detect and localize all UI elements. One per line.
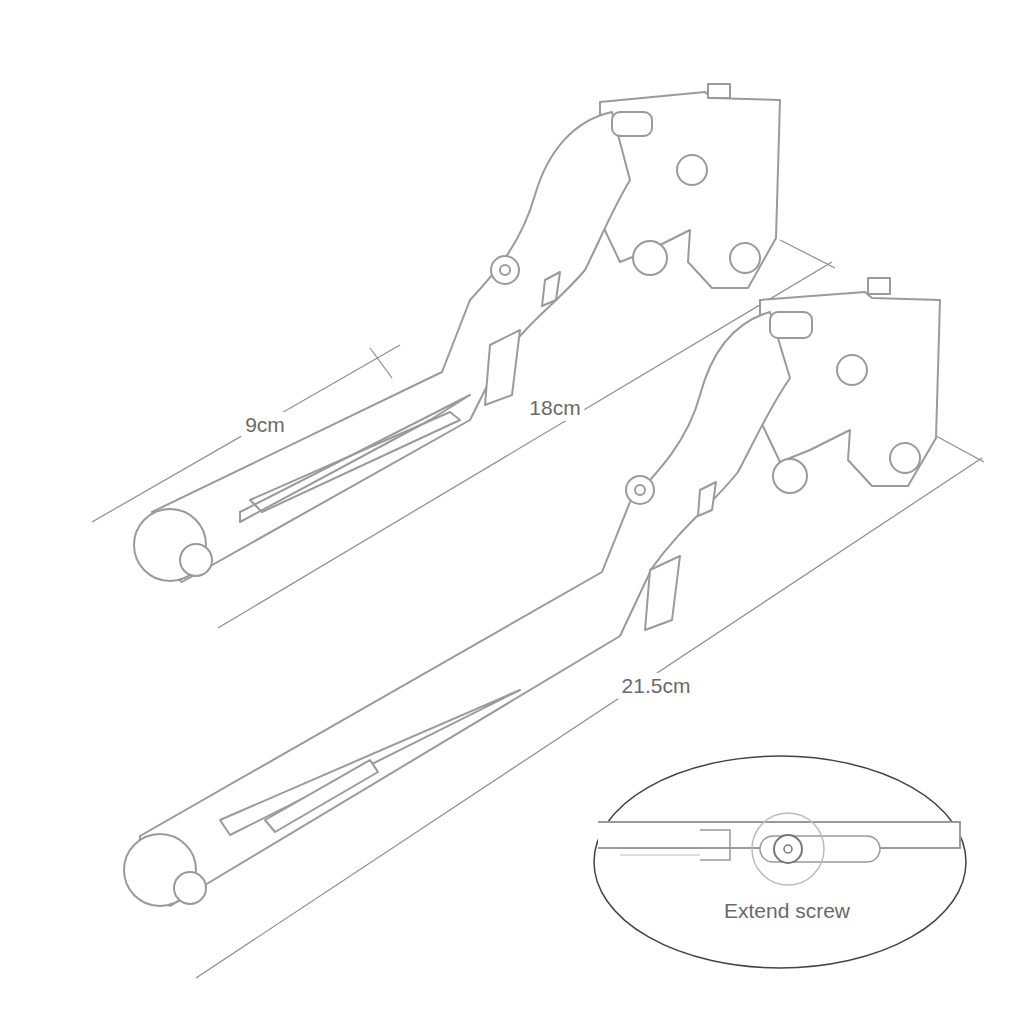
dimension-label: 18cm <box>525 395 584 421</box>
dimension-label: 21.5cm <box>618 673 695 699</box>
extension-line <box>780 240 835 268</box>
callout-label: Extend screw <box>720 898 854 924</box>
dimension-label: 9cm <box>241 412 289 438</box>
extend-screw-inset <box>594 756 966 968</box>
dimension-line <box>196 458 982 978</box>
extension-line <box>370 348 392 378</box>
